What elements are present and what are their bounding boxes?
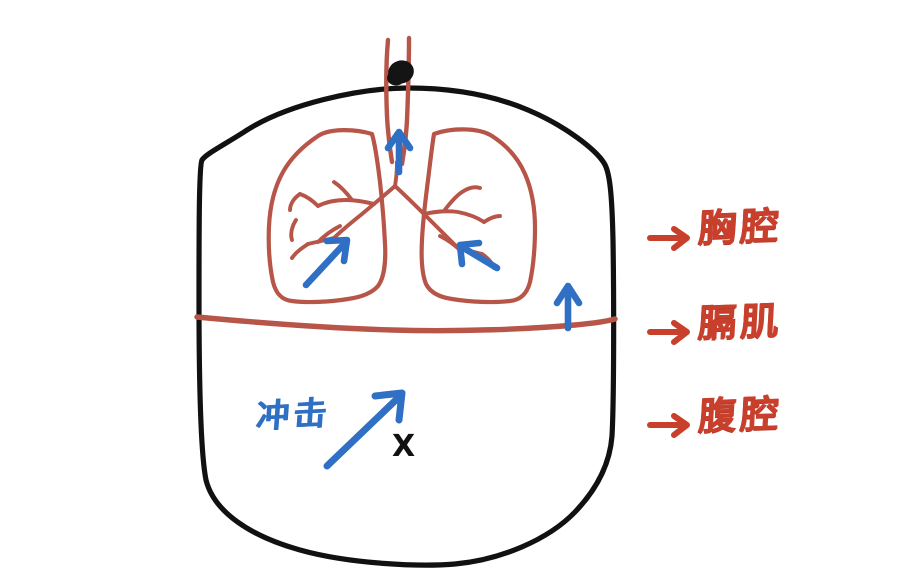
torso-outline [196,85,617,568]
pointer-arrow-thoracic [647,226,690,251]
airway-obstruction-blob [387,60,414,86]
arrow-trachea-up [384,128,414,176]
label-thoracic-cavity: 胸腔 [696,203,784,251]
pointer-arrow-abdominal [647,413,690,438]
arrow-left-lung [302,236,351,289]
x-mark-thrust-point: X [392,429,416,464]
label-pointer-arrows [647,226,690,438]
arrow-right-lung [456,239,501,272]
label-impact: 冲击 [254,393,332,436]
right-lung-outline [419,127,538,305]
diaphragm-line [194,314,618,334]
airflow-arrows [302,128,583,470]
pointer-arrow-diaphragm [647,320,690,345]
label-abdominal-cavity: 腹腔 [696,391,784,439]
arrow-diaphragm-up [553,282,583,332]
arrow-abdominal-thrust [323,389,406,470]
left-lung-outline [266,128,388,305]
label-diaphragm: 膈肌 [696,298,784,346]
